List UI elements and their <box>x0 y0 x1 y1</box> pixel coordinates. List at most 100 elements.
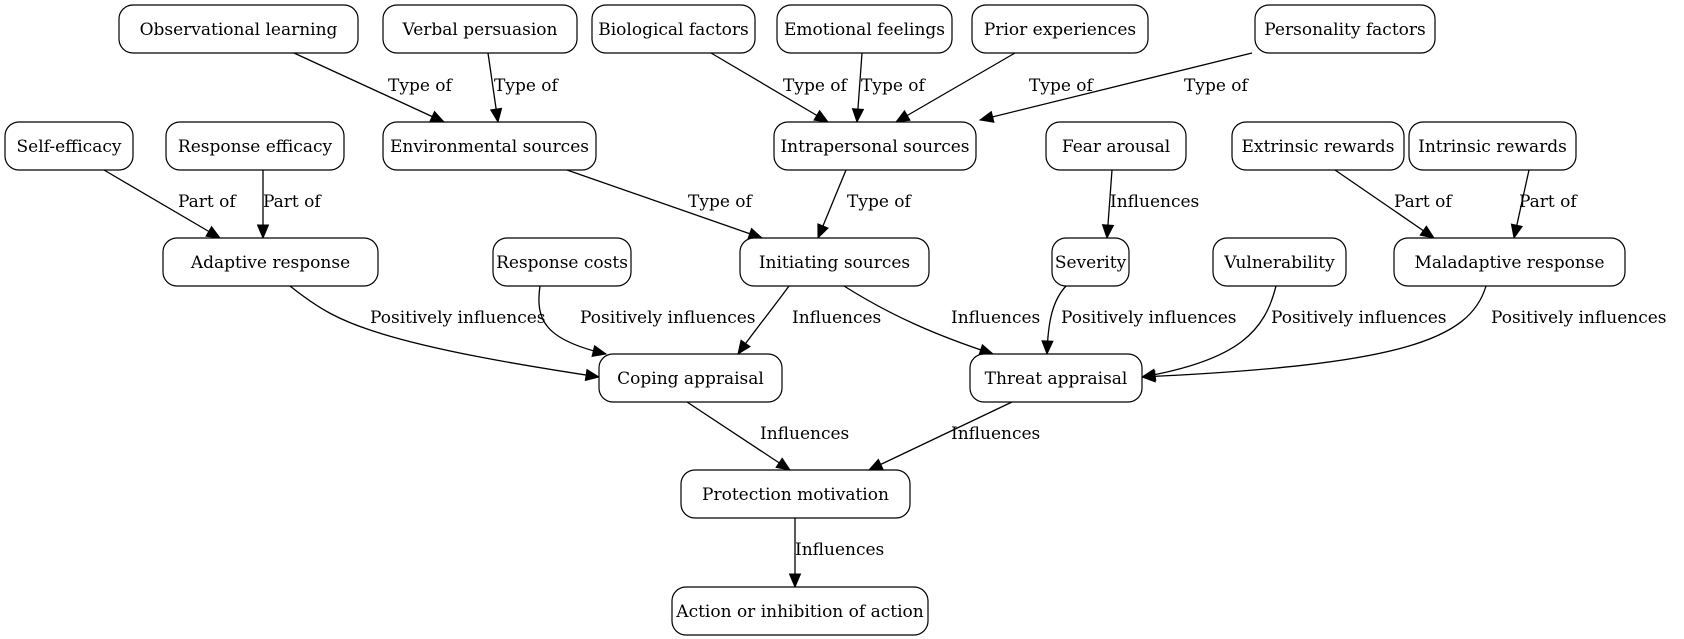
node-label: Emotional feelings <box>784 20 945 40</box>
node-label: Verbal persuasion <box>402 20 558 40</box>
node-label: Threat appraisal <box>985 369 1128 389</box>
edge-observational-learning-to-environmental-sources: Type of <box>293 52 454 123</box>
node-label: Intrinsic rewards <box>1418 137 1567 157</box>
node-label: Maladaptive response <box>1414 253 1604 273</box>
node-label: Personality factors <box>1264 20 1425 40</box>
arrowhead-icon <box>584 368 601 382</box>
edge-protection-motivation-to-action: Influences <box>788 518 884 589</box>
arrowhead-icon <box>817 223 829 240</box>
node-severity: Severity <box>1051 237 1130 287</box>
node-label: Fear arousal <box>1062 137 1170 157</box>
arrowhead-icon <box>737 339 751 356</box>
edge-label: Influences <box>951 424 1040 444</box>
arrowhead-icon <box>429 110 446 123</box>
edge-line <box>293 52 445 123</box>
node-environmental-sources: Environmental sources <box>382 121 597 171</box>
edge-label: Influences <box>795 540 884 560</box>
node-adaptive-response: Adaptive response <box>162 237 379 287</box>
edge-emotional-feelings-to-intrapersonal-sources: Type of <box>851 52 927 124</box>
node-label: Coping appraisal <box>617 369 764 389</box>
node-box <box>969 353 1143 403</box>
edge-label: Influences <box>760 424 849 444</box>
node-prior-experiences: Prior experiences <box>971 4 1149 54</box>
edge-label: Influences <box>951 308 1040 328</box>
node-box <box>165 121 345 171</box>
edge-line <box>868 401 1013 471</box>
node-box <box>1212 237 1347 287</box>
arrowhead-icon <box>813 109 830 123</box>
edge-line <box>566 169 763 239</box>
node-label: Prior experiences <box>984 20 1136 40</box>
node-box <box>118 4 359 54</box>
edge-label: Type of <box>388 76 454 96</box>
arrowhead-icon <box>205 225 222 239</box>
nodes-layer: Observational learning Verbal persuasion B… <box>4 4 1626 636</box>
edge-line <box>103 169 221 239</box>
edge-maladaptive-response-to-threat-appraisal: Positively influences <box>1140 285 1667 383</box>
node-box <box>773 121 977 171</box>
edge-response-efficacy-to-adaptive-response: Part of <box>256 170 322 240</box>
node-label: Environmental sources <box>390 137 589 157</box>
edge-verbal-persuasion-to-environmental-sources: Type of <box>487 52 560 124</box>
edge-label: Type of <box>847 192 913 212</box>
edge-label: Positively influences <box>580 308 756 328</box>
edge-personality-factors-to-intrapersonal-sources: Type of <box>978 52 1253 123</box>
edge-label: Part of <box>263 192 322 212</box>
edge-label: Influences <box>792 308 881 328</box>
node-coping-appraisal: Coping appraisal <box>598 353 783 403</box>
edge-line <box>1334 169 1435 239</box>
node-label: Severity <box>1055 253 1127 273</box>
edge-line <box>686 401 791 471</box>
node-label: Self-efficacy <box>17 137 122 157</box>
node-box <box>1254 4 1436 54</box>
edge-fear-arousal-to-severity: Influences <box>1101 169 1199 240</box>
edge-line <box>710 52 829 123</box>
arrowhead-icon <box>747 227 764 240</box>
node-label: Response costs <box>496 253 628 273</box>
node-protection-motivation: Protection motivation <box>680 469 911 519</box>
node-self-efficacy: Self-efficacy <box>4 121 134 171</box>
arrowhead-icon <box>1510 223 1524 240</box>
edge-label: Part of <box>1394 192 1453 212</box>
edge-line <box>538 285 607 355</box>
arrowhead-icon <box>851 108 865 124</box>
arrowhead-icon <box>591 344 608 358</box>
edge-prior-experiences-to-intrapersonal-sources: Type of <box>894 52 1095 123</box>
edge-intrinsic-rewards-to-maladaptive-response: Part of <box>1510 169 1578 240</box>
edge-label: Type of <box>861 76 927 96</box>
node-observational-learning: Observational learning <box>118 4 359 54</box>
edge-label: Type of <box>688 192 754 212</box>
edge-line <box>895 52 1016 123</box>
node-box <box>680 469 911 519</box>
node-box <box>4 121 134 171</box>
node-label: Biological factors <box>598 20 749 40</box>
arrowhead-icon <box>978 110 995 123</box>
edge-line <box>289 285 600 378</box>
arrowhead-icon <box>256 224 270 240</box>
edge-line <box>1141 285 1487 378</box>
node-intrinsic-rewards: Intrinsic rewards <box>1408 121 1577 171</box>
node-response-costs: Response costs <box>492 237 632 287</box>
edge-label: Part of <box>1519 192 1578 212</box>
node-box <box>1051 237 1130 287</box>
edge-label: Type of <box>1184 76 1250 96</box>
node-box <box>382 4 578 54</box>
node-intrapersonal-sources: Intrapersonal sources <box>773 121 977 171</box>
node-fear-arousal: Fear arousal <box>1045 121 1187 171</box>
edge-label: Part of <box>178 192 237 212</box>
node-biological-factors: Biological factors <box>591 4 756 54</box>
arrowhead-icon <box>775 457 792 471</box>
node-box <box>776 4 953 54</box>
node-box <box>492 237 632 287</box>
edge-line <box>979 52 1253 121</box>
edge-coping-appraisal-to-protection-motivation: Influences <box>686 401 849 471</box>
edge-biological-factors-to-intrapersonal-sources: Type of <box>710 52 849 123</box>
edge-intrapersonal-sources-to-initiating-sources: Type of <box>817 169 913 240</box>
edge-label: Type of <box>1029 76 1095 96</box>
edge-initiating-sources-to-coping-appraisal: Influences <box>737 285 881 356</box>
node-box <box>1045 121 1187 171</box>
edge-environmental-sources-to-initiating-sources: Type of <box>566 169 764 240</box>
edge-label: Positively influences <box>370 308 546 328</box>
arrowhead-icon <box>489 107 503 124</box>
